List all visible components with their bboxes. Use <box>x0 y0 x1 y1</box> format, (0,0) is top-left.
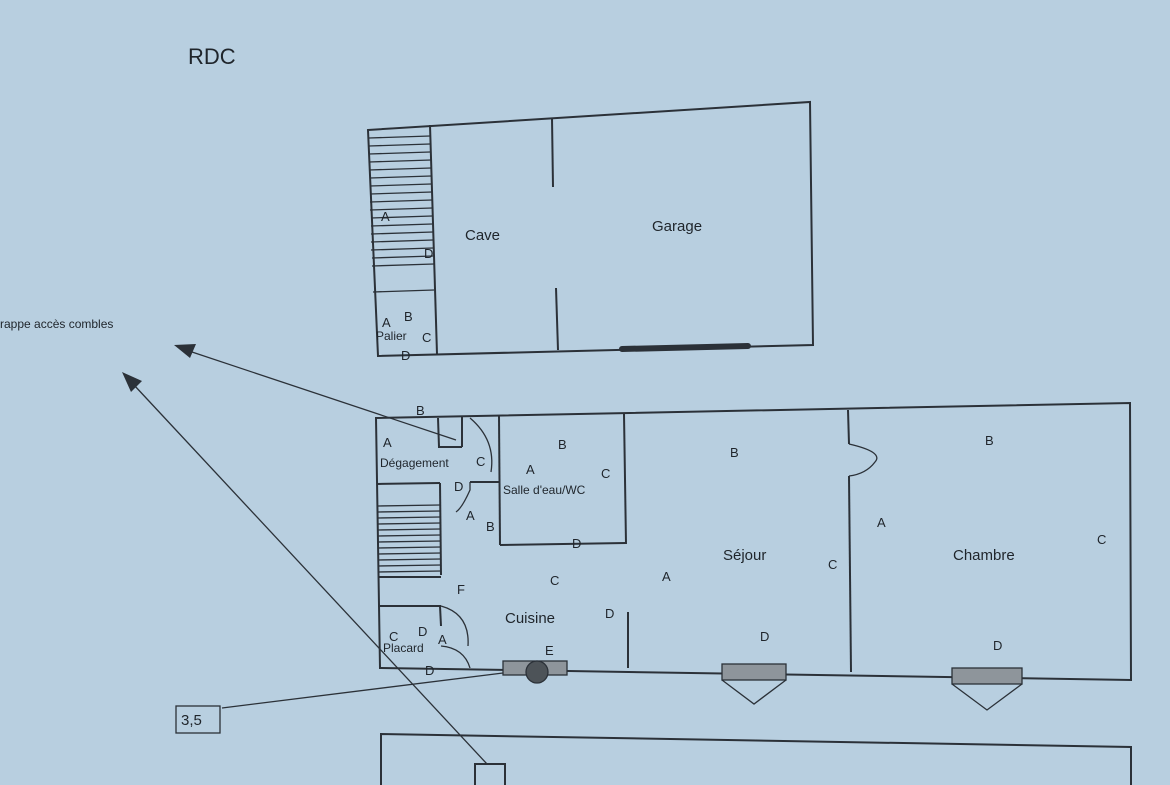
chimney-flue <box>525 660 549 684</box>
lower-stairs <box>377 504 442 573</box>
wall-letter: A <box>662 569 671 584</box>
room-palier: Palier <box>376 329 407 343</box>
lower-block: Dégagement Salle d'eau/WC Séjour Chambre… <box>374 401 1133 711</box>
room-chambre: Chambre <box>953 547 1015 564</box>
window <box>951 667 1023 685</box>
wall-letter: C <box>601 466 610 481</box>
stair-wall <box>429 124 438 355</box>
window-marker <box>951 683 1023 711</box>
wall-letter: D <box>993 638 1002 653</box>
wall-letter: C <box>828 557 837 572</box>
wall-letter: C <box>476 454 485 469</box>
room-placard: Placard <box>383 641 424 655</box>
door-swing <box>440 605 469 647</box>
wall-letter: C <box>550 573 559 588</box>
wall-letter: B <box>404 309 413 324</box>
wall-letter: D <box>401 348 410 363</box>
wall-letter: A <box>381 209 390 224</box>
annotation-trappe: rappe accès combles <box>0 317 113 331</box>
wall-letter: B <box>985 433 994 448</box>
cave-wall-bottom <box>555 287 559 351</box>
wall-letter: E <box>545 643 554 658</box>
wall-letter: C <box>1097 532 1106 547</box>
upper-block: A D Cave Garage B A Palier C D <box>366 100 815 363</box>
wall-letter: D <box>424 246 433 261</box>
trapdoor <box>474 763 506 785</box>
arrow-head <box>122 372 142 392</box>
window-marker <box>721 679 787 705</box>
room-garage: Garage <box>652 218 702 235</box>
wall-letter: A <box>466 508 475 523</box>
room-cuisine: Cuisine <box>505 610 555 627</box>
room-cave: Cave <box>465 227 500 244</box>
wall-letter: B <box>558 437 567 452</box>
wall-letter: C <box>422 330 431 345</box>
lower-outline <box>374 401 1133 682</box>
arrow-head <box>174 344 196 358</box>
wall-letter: D <box>418 624 427 639</box>
upper-stairs <box>368 135 435 293</box>
wall-letter: F <box>457 582 465 597</box>
annotation-box-value: 3,5 <box>181 712 202 729</box>
wall-letter: A <box>383 435 392 450</box>
wall-letter: D <box>454 479 463 494</box>
wall-letter: D <box>605 606 614 621</box>
room-salle-eau: Salle d'eau/WC <box>503 483 586 497</box>
cave-wall-top <box>551 117 554 188</box>
window <box>721 663 787 681</box>
door-swing <box>455 482 471 513</box>
plan-title: RDC <box>188 44 236 69</box>
wall-letter: C <box>389 629 398 644</box>
wall-letter: A <box>438 632 447 647</box>
wall-letter: B <box>486 519 495 534</box>
garage-door <box>619 343 751 352</box>
wall-letter: A <box>877 515 886 530</box>
door-swing <box>469 417 493 473</box>
upper-outline <box>366 100 815 358</box>
wall-letter: B <box>416 403 425 418</box>
wall-letter: A <box>382 315 391 330</box>
basement-block <box>380 732 1132 785</box>
annotation-box <box>175 705 221 734</box>
wall-letter: D <box>760 629 769 644</box>
wall-letter: D <box>572 536 581 551</box>
wall-letter: B <box>730 445 739 460</box>
door-swing <box>440 645 471 669</box>
room-sejour: Séjour <box>723 547 766 564</box>
room-degagement: Dégagement <box>380 456 449 470</box>
wall-letter: D <box>425 663 434 678</box>
wall-letter: A <box>526 462 535 477</box>
annotations: rappe accès combles 3,5 <box>0 317 504 765</box>
